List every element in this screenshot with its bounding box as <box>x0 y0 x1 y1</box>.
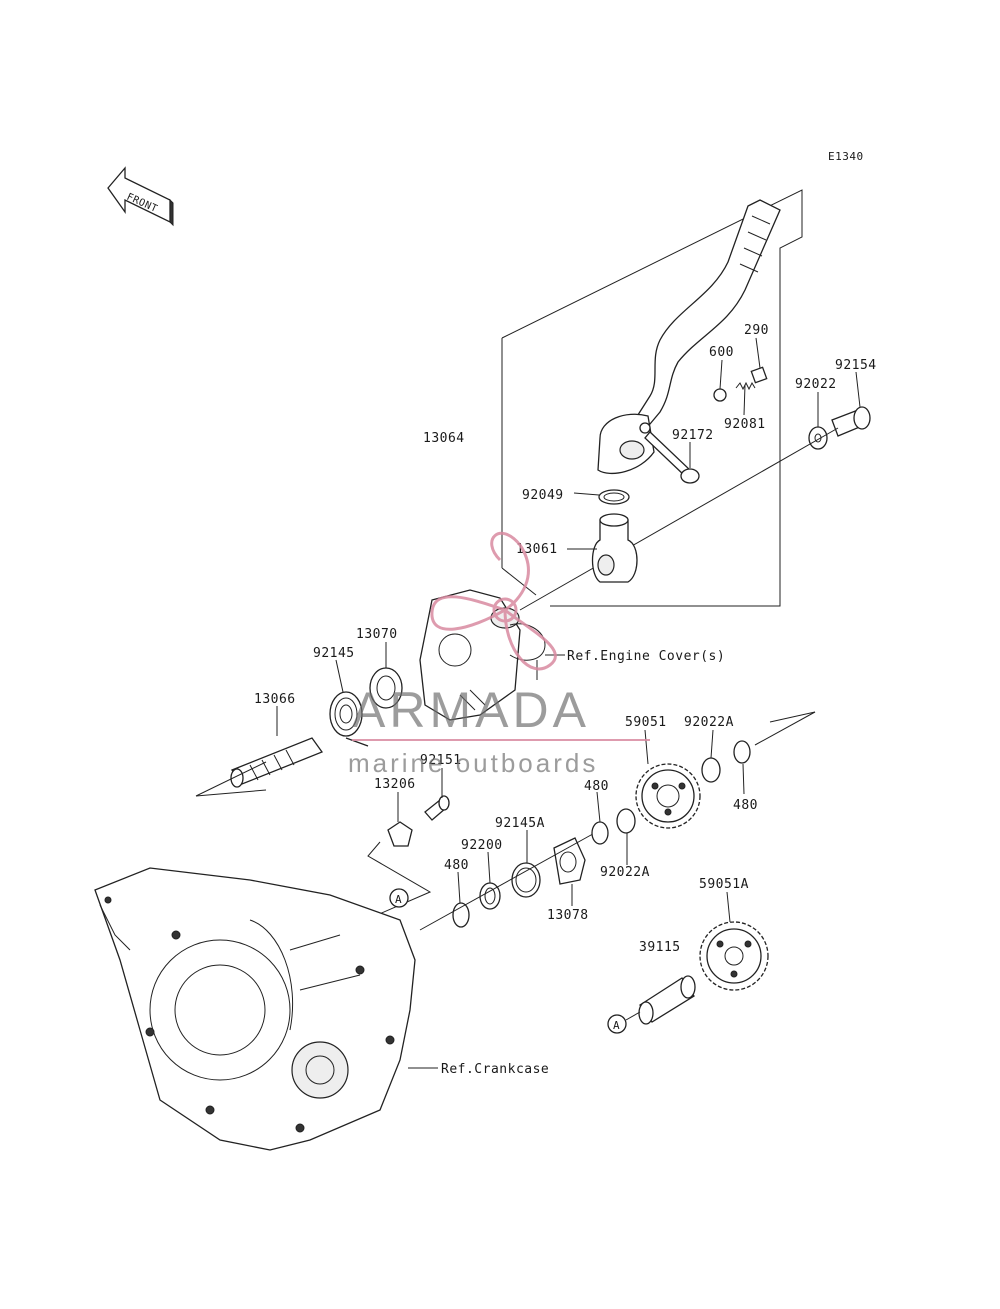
armada-watermark-logo: ARMADA marine outboards <box>348 531 650 778</box>
callout-480-mid: 480 <box>584 779 609 794</box>
ref-crankcase-label: Ref.Crankcase <box>441 1062 549 1077</box>
svg-text:A: A <box>613 1019 620 1032</box>
part-92081-spring <box>735 381 756 391</box>
part-92172-bolt <box>644 431 700 484</box>
ref-engine-cover-label: Ref.Engine Cover(s) <box>567 649 725 664</box>
front-arrow-icon: FRONT <box>107 166 174 227</box>
callout-480-left: 480 <box>444 858 469 873</box>
part-92049-oring <box>598 489 630 505</box>
callout-39115: 39115 <box>639 940 681 955</box>
engine-cover-ref <box>419 589 521 721</box>
callout-92200: 92200 <box>461 838 503 853</box>
marker-a1: A <box>389 888 409 908</box>
kick-pedal-lever <box>597 199 781 474</box>
part-290-bolt <box>750 366 768 384</box>
marker-a2: A <box>607 1014 627 1034</box>
part-92154-bolt <box>831 406 871 437</box>
callout-92022A-low: 92022A <box>600 865 650 880</box>
crankcase-ref <box>94 867 416 1151</box>
assembly-axis-line <box>519 427 839 611</box>
part-59051-gear <box>635 763 701 829</box>
part-480-circlip-right <box>733 740 751 764</box>
leader-lines <box>276 337 861 923</box>
part-13070-bearing <box>369 667 403 709</box>
callout-92151: 92151 <box>420 753 462 768</box>
part-480-circlip-mid <box>591 821 609 845</box>
callout-92145A: 92145A <box>495 816 545 831</box>
callout-480-right: 480 <box>733 798 758 813</box>
part-92022A-washer-top <box>701 757 721 783</box>
part-13066-shaft <box>195 737 324 797</box>
callout-59051A: 59051A <box>699 877 749 892</box>
callout-13066: 13066 <box>254 692 296 707</box>
part-600-ball <box>713 388 727 402</box>
part-92151-bolt <box>424 795 450 821</box>
callout-13061: 13061 <box>516 542 558 557</box>
callout-92022A-top: 92022A <box>684 715 734 730</box>
part-13206-stopper <box>387 821 413 847</box>
diagram-code: E1340 <box>828 150 864 163</box>
callout-92081: 92081 <box>724 417 766 432</box>
part-480-circlip-left <box>452 902 470 928</box>
part-13078-ratchet <box>553 837 586 885</box>
callout-13078: 13078 <box>547 908 589 923</box>
callout-600: 600 <box>709 345 734 360</box>
part-92145-spring <box>329 691 363 737</box>
callout-92145: 92145 <box>313 646 355 661</box>
callout-290: 290 <box>744 323 769 338</box>
watermark-tagline: marine outboards <box>348 748 598 778</box>
part-59051A-gear <box>699 921 769 991</box>
callout-92022: 92022 <box>795 377 837 392</box>
watermark-brand: ARMADA <box>352 682 590 738</box>
callout-13206: 13206 <box>374 777 416 792</box>
callout-13070: 13070 <box>356 627 398 642</box>
callout-59051: 59051 <box>625 715 667 730</box>
part-92022A-washer-low <box>616 808 636 834</box>
part-39115-shaft <box>638 975 696 1025</box>
callout-92172: 92172 <box>672 428 714 443</box>
callout-92154: 92154 <box>835 358 877 373</box>
part-92145A-spring <box>511 862 541 898</box>
callout-13064: 13064 <box>423 431 465 446</box>
part-13061-boss <box>591 513 638 583</box>
callout-92049: 92049 <box>522 488 564 503</box>
part-92022-washer <box>808 426 828 450</box>
svg-text:A: A <box>395 893 402 906</box>
